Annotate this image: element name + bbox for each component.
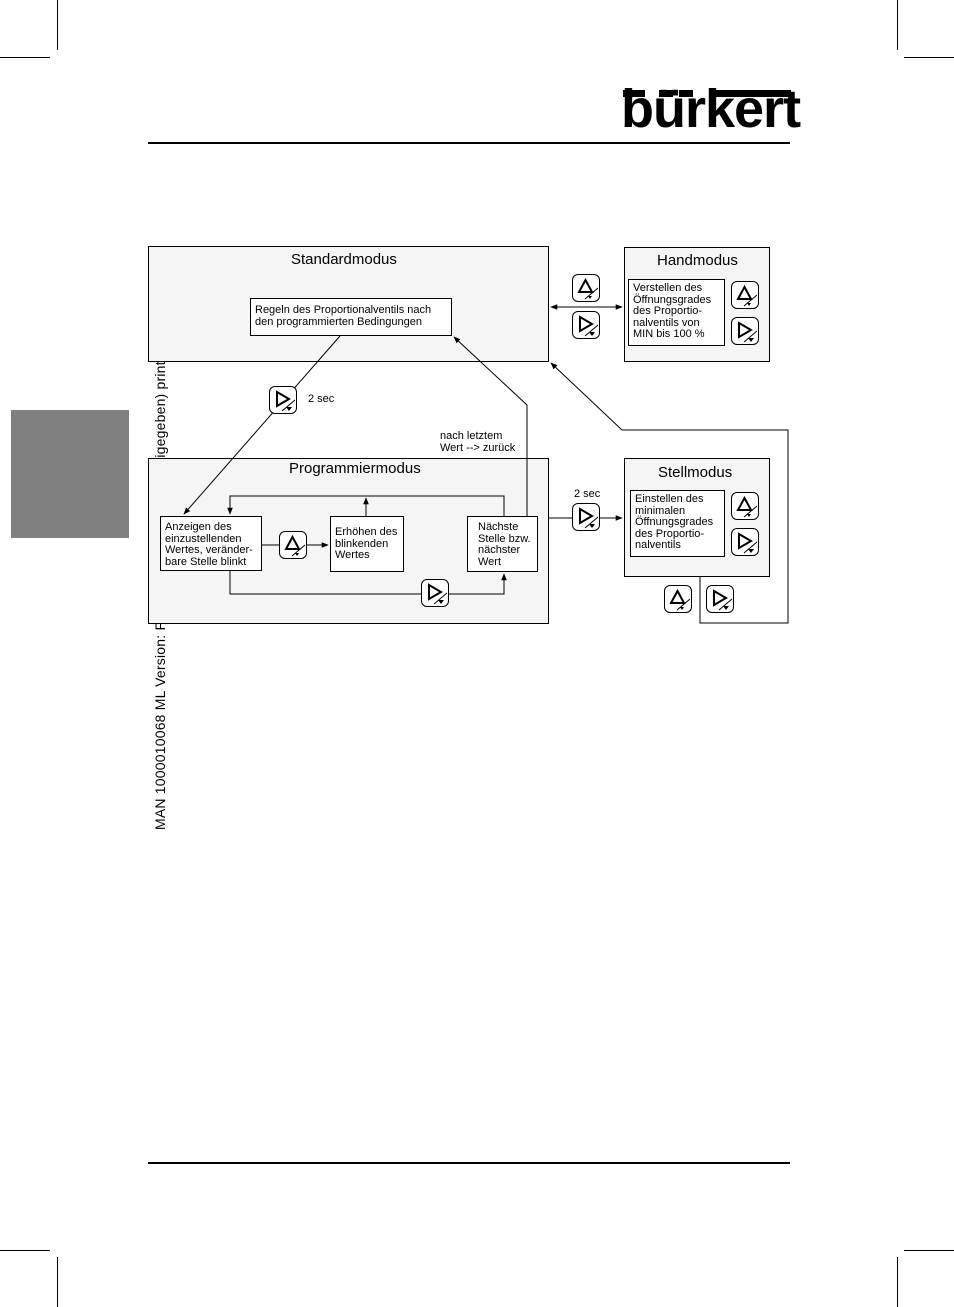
two-sec-label: 2 sec <box>308 393 335 405</box>
programmiermodus-title: Programmiermodus <box>289 460 421 477</box>
stellmodus-title: Stellmodus <box>658 464 733 481</box>
crop-mark <box>897 1257 898 1307</box>
programm-erhoehen-box: Erhöhen des blinkenden Wertes <box>330 516 404 572</box>
up-arrow-key-icon[interactable] <box>731 281 759 309</box>
crop-mark <box>57 0 58 50</box>
logo-text: bürkert <box>621 79 801 139</box>
logo-umlaut-bar <box>679 90 693 97</box>
crop-mark <box>897 0 898 50</box>
programm-naechste-box: Nächste Stelle bzw. nächster Wert <box>467 516 538 572</box>
crop-mark <box>0 57 50 58</box>
right-arrow-key-icon[interactable] <box>731 528 759 556</box>
programm-anzeigen-box: Anzeigen des einzustellenden Wertes, ver… <box>160 516 262 571</box>
right-arrow-key-icon[interactable] <box>269 386 297 414</box>
handmodus-title: Handmodus <box>657 252 738 269</box>
up-arrow-key-icon[interactable] <box>279 531 307 559</box>
crop-mark <box>904 57 954 58</box>
header-rule <box>148 142 790 144</box>
hand-verstellen-box: Verstellen des Öffnungsgrades des Propor… <box>628 279 725 346</box>
right-arrow-key-icon[interactable] <box>572 503 600 531</box>
crop-mark <box>904 1250 954 1251</box>
loop-bottom-line <box>229 571 507 595</box>
logo-umlaut-bar <box>659 90 673 97</box>
burkert-logo: bürkert <box>621 79 801 140</box>
logo-umlaut-bar <box>623 90 645 97</box>
chapter-tab <box>11 410 129 538</box>
up-arrow-key-icon[interactable] <box>572 274 600 302</box>
standard-regeln-box: Regeln des Proportionalventils nach den … <box>250 298 452 336</box>
crop-mark <box>0 1250 50 1251</box>
standardmodus-title: Standardmodus <box>291 251 397 268</box>
two-sec-label: 2 sec <box>574 488 601 500</box>
crop-mark <box>57 1257 58 1307</box>
stell-einstellen-box: Einstellen des minimalen Öffnungsgrades … <box>630 490 725 557</box>
logo-umlaut-bar <box>709 90 791 97</box>
programm-back-arrow <box>453 336 528 516</box>
stell-to-standard-arrow <box>550 362 789 624</box>
up-arrow-key-icon[interactable] <box>664 585 692 613</box>
footer-rule <box>148 1162 790 1164</box>
up-arrow-key-icon[interactable] <box>731 492 759 520</box>
right-arrow-key-icon[interactable] <box>731 317 759 345</box>
loop-top-line <box>227 495 505 516</box>
right-arrow-key-icon[interactable] <box>706 585 734 613</box>
standard-to-programm-arrow <box>183 335 341 515</box>
back-label: nach letztem Wert --> zurück <box>440 430 516 454</box>
right-arrow-key-icon[interactable] <box>421 579 449 607</box>
right-arrow-key-icon[interactable] <box>572 311 600 339</box>
